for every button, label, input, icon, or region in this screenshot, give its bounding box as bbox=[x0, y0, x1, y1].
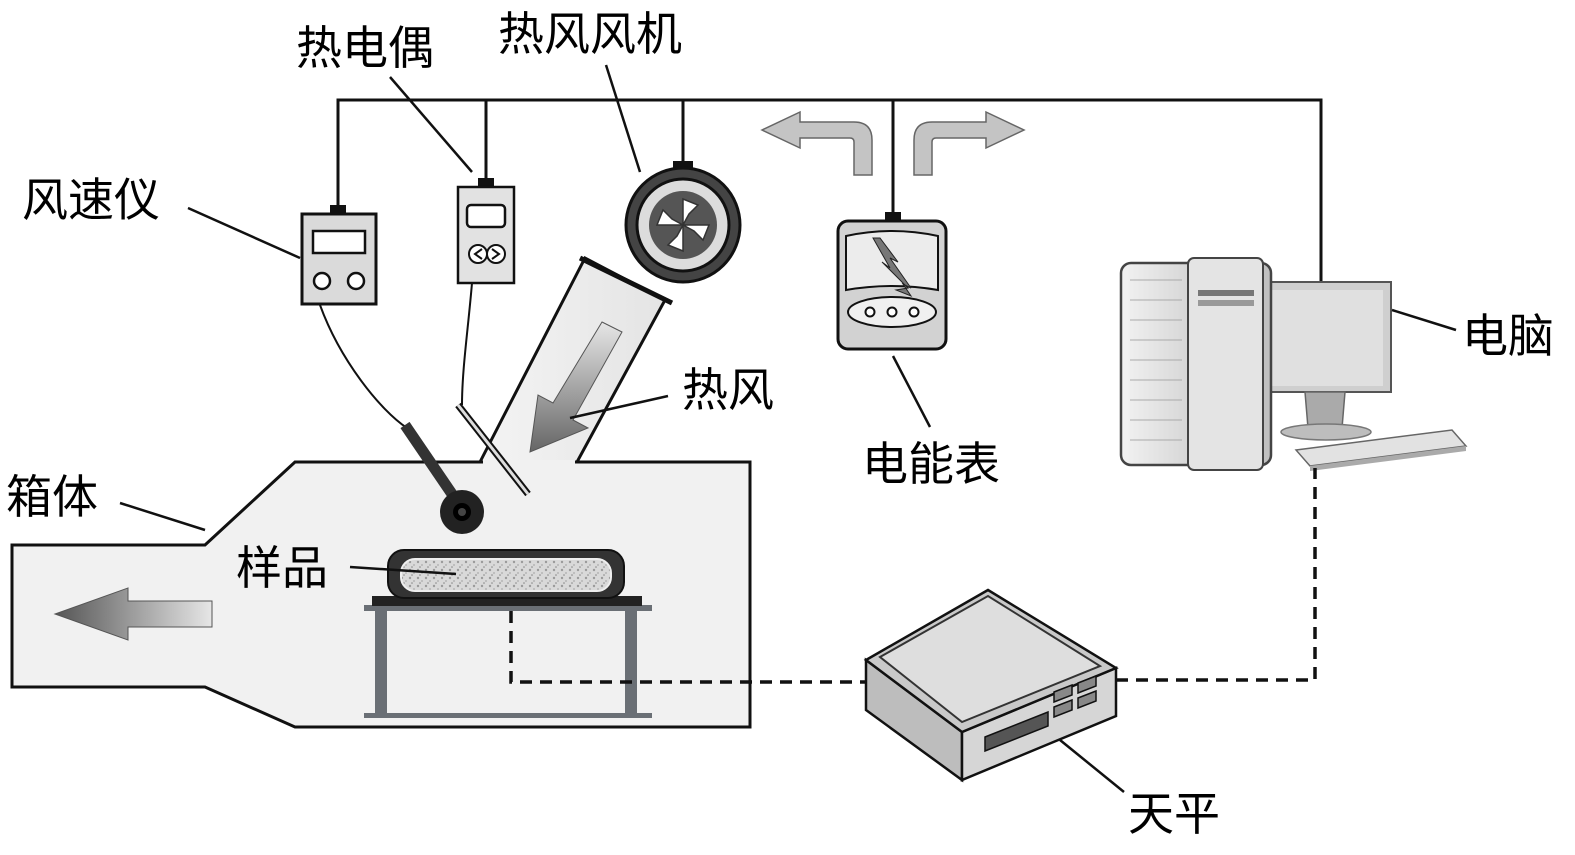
lightning-icon bbox=[872, 237, 913, 298]
balance-device bbox=[863, 588, 1119, 783]
thermocouple-device bbox=[455, 178, 531, 497]
sample bbox=[387, 549, 625, 599]
label-hot-air: 热风 bbox=[682, 363, 774, 417]
power-meter-device bbox=[836, 212, 948, 351]
chamber bbox=[10, 460, 752, 729]
label-chamber: 箱体 bbox=[6, 470, 98, 524]
signal-wiring bbox=[336, 98, 1323, 282]
flow-arrow-icon bbox=[53, 587, 213, 641]
sample-stand bbox=[364, 596, 652, 718]
label-power-meter: 电能表 bbox=[862, 437, 1000, 491]
label-sample: 样品 bbox=[236, 541, 328, 595]
computer-device bbox=[1119, 257, 1468, 471]
label-balance: 天平 bbox=[1128, 787, 1220, 841]
hot-air-duct bbox=[477, 255, 674, 464]
label-anemometer: 风速仪 bbox=[22, 173, 160, 227]
flow-arrow-icon bbox=[529, 321, 623, 453]
label-thermocouple: 热电偶 bbox=[296, 21, 434, 75]
data-link-dashed bbox=[509, 468, 1317, 684]
anemometer-device bbox=[300, 205, 484, 534]
label-hot-air-blower: 热风风机 bbox=[498, 7, 682, 61]
hot-air-blower bbox=[624, 161, 742, 284]
label-computer: 电脑 bbox=[1462, 309, 1554, 363]
fan-icon bbox=[655, 197, 711, 253]
leader-lines bbox=[119, 64, 1457, 793]
signal-arrow-icon bbox=[760, 110, 1026, 176]
